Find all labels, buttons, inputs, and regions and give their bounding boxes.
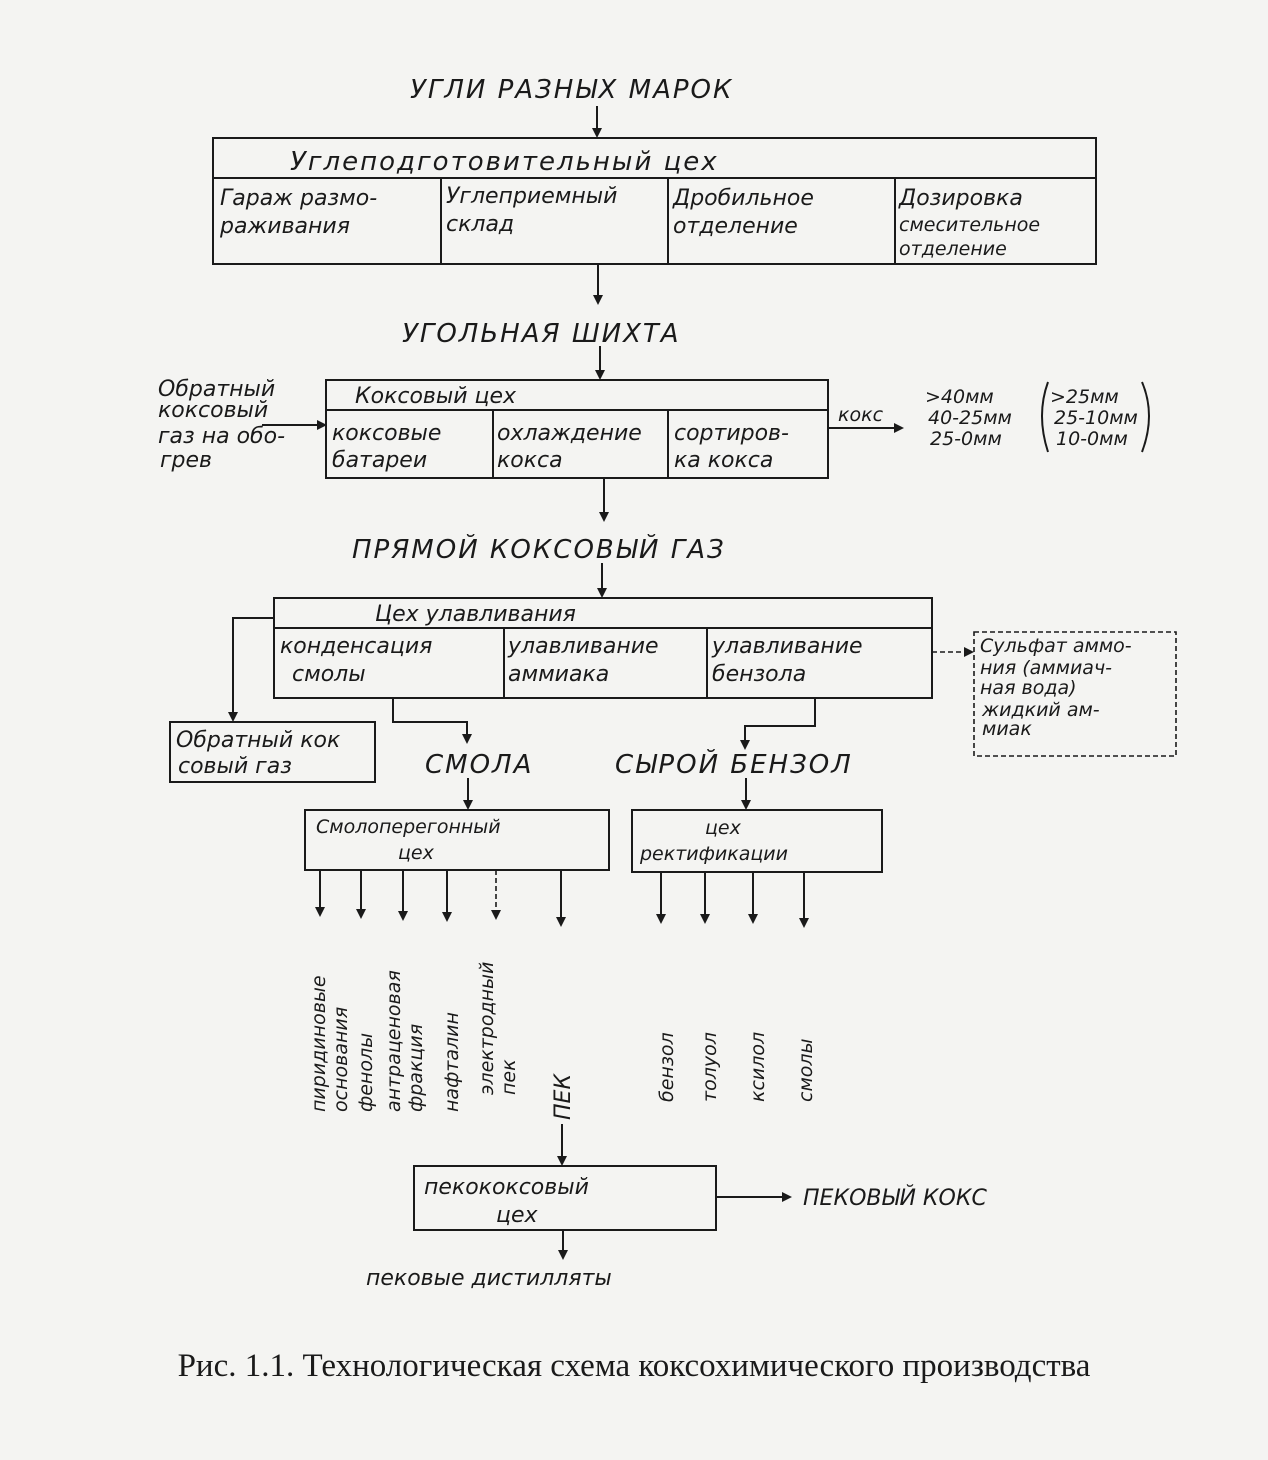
ammonia-products-label: Сульфат аммо- ния (аммиач- ная вода) жид… <box>980 635 1138 740</box>
coal-prep-cell-3: Дробильное отделение <box>672 186 821 239</box>
tar-product-anthracene: антраценовая фракция <box>383 964 427 1112</box>
coal-prep-cell-1: Гараж размо- раживания <box>219 186 384 239</box>
tar-product-naphthalene: нафталин <box>441 1012 463 1112</box>
crude-benzene-label: СЫРОЙ БЕНЗОЛ <box>615 748 853 780</box>
recovery-shop-box: Цех улавливания конденсация смолы улавли… <box>273 597 933 699</box>
coke-shop-title: Коксовый цех <box>355 384 517 409</box>
coal-prep-title: Углеподготовительный цех <box>290 147 719 177</box>
coke-label: кокс <box>838 404 884 426</box>
tar-product-pitch: ПЕК <box>551 1073 576 1120</box>
recovery-shop-cell-3: улавливание бензола <box>711 634 870 687</box>
arrow-recovery-to-return-gas <box>228 617 274 722</box>
coke-fractions-right: >25мм 25-10мм 10-0мм <box>1050 386 1144 450</box>
coke-shop-cell-3: сортиров- ка кокса <box>674 421 796 473</box>
arrow-recovery-to-tar <box>392 698 472 744</box>
top-input-label: УГЛИ РАЗНЫХ МАРОК <box>410 75 733 105</box>
coal-prep-cell-2: Углеприемный склад <box>446 184 624 237</box>
benzene-product-resins: смолы <box>795 1038 817 1102</box>
benzene-product-toluene: толуол <box>699 1032 721 1102</box>
tar-product-arrows <box>315 870 566 927</box>
return-gas-output-box <box>169 721 376 783</box>
benzene-product-xylene: ксилол <box>747 1032 769 1102</box>
tar-distillation-label: Смолоперегонный цех <box>316 816 507 864</box>
benzene-product-benzene: бензол <box>656 1032 678 1102</box>
pitch-coke-shop-label: пекококсовый цех <box>424 1175 596 1228</box>
coke-shop-cell-2: охлаждение кокса <box>497 421 649 473</box>
raw-gas-label: ПРЯМОЙ КОКСОВЫЙ ГАЗ <box>352 533 726 565</box>
figure-caption: Рис. 1.1. Технологическая схема коксохим… <box>177 1348 1091 1384</box>
return-gas-output-label: Обратный кок совый газ <box>176 728 347 779</box>
coke-fractions-right-bracket <box>1141 381 1150 453</box>
coal-prep-shop-box: Углеподготовительный цех Гараж размо- ра… <box>212 137 1097 265</box>
recovery-shop-cell-2: улавливание аммиака <box>507 634 666 687</box>
tar-product-pyridine: пиридиновые основания <box>308 969 352 1112</box>
coal-prep-cell-4: Дозировка смесительное отделение <box>898 186 1047 260</box>
tar-product-phenols: фенолы <box>355 1033 377 1112</box>
rectification-label: цех ректификации <box>639 817 788 865</box>
ammonia-products-box <box>973 631 1177 757</box>
coal-charge-label: УГОЛЬНАЯ ШИХТА <box>402 319 681 349</box>
pitch-distillates-label: пековые дистилляты <box>366 1266 612 1291</box>
pitch-coke-label: ПЕКОВЫЙ КОКС <box>803 1185 987 1211</box>
arrow-recovery-to-benzene <box>740 698 816 750</box>
tar-product-electrode-pitch: электродный пек <box>476 956 520 1095</box>
coke-fractions-left: >40мм 40-25мм 25-0мм <box>925 386 1018 450</box>
return-gas-input-label: Обратный коксовый газ на обо- грев <box>158 377 292 473</box>
recovery-shop-title: Цех улавливания <box>375 602 576 627</box>
recovery-shop-cell-1: конденсация смолы <box>280 634 439 687</box>
coke-fractions-left-bracket <box>1041 381 1049 453</box>
coke-shop-cell-1: коксовые батареи <box>332 421 448 473</box>
tar-label: СМОЛА <box>425 750 533 780</box>
tar-distillation-box <box>304 809 610 871</box>
rectification-box <box>631 809 883 873</box>
coke-shop-box: Коксовый цех коксовые батареи охлаждение… <box>325 379 829 479</box>
benzene-product-arrows <box>656 872 809 928</box>
